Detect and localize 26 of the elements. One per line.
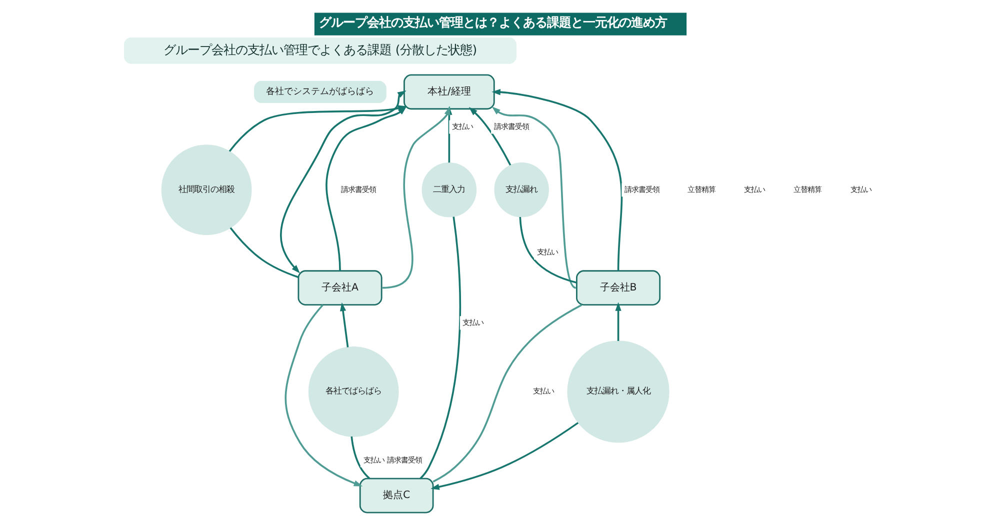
node-circle: 各社でばらばら bbox=[308, 346, 398, 437]
arrow bbox=[339, 302, 348, 348]
arrow bbox=[382, 106, 450, 289]
node-circle: 支払漏れ bbox=[494, 162, 548, 218]
diagram-title: グループ会社の支払い管理とは？よくある課題と一元化の進め方 bbox=[318, 14, 666, 30]
node-box: グループ会社の支払い管理でよくある課題 (分散した状態) bbox=[123, 37, 516, 64]
connector bbox=[229, 227, 298, 278]
connector bbox=[518, 216, 576, 284]
arrow bbox=[614, 302, 621, 341]
arrow bbox=[325, 106, 406, 271]
arrow bbox=[280, 90, 406, 274]
arrow bbox=[284, 304, 362, 486]
node-box: 拠点C bbox=[358, 478, 434, 514]
node-circle: 二重入力 bbox=[421, 162, 476, 218]
node-box: 子会社A bbox=[297, 270, 382, 306]
node-box: 各社でシステムがばらばら bbox=[254, 80, 386, 103]
connector bbox=[350, 436, 370, 480]
connector bbox=[432, 304, 582, 482]
node-box: 子会社B bbox=[576, 270, 660, 306]
node-circle: 社間取引の相殺 bbox=[160, 144, 252, 236]
node-box: 本社/経理 bbox=[403, 74, 494, 110]
arrow bbox=[228, 105, 406, 152]
arrow bbox=[468, 107, 511, 166]
connector bbox=[419, 216, 461, 480]
node-circle: 支払漏れ・属人化 bbox=[566, 340, 669, 443]
arrow bbox=[430, 422, 578, 490]
